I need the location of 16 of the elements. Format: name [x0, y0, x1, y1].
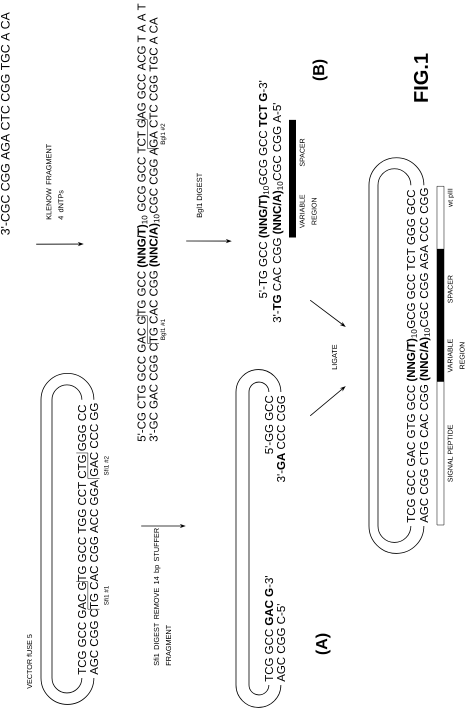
sequence-text: AGC CGG CTG CAC CGG ACC GGA GAC CCC GG	[90, 404, 98, 675]
sequence-text: 3'-CGC CGG AGA CTC CGG TGC A CA	[0, 12, 10, 235]
sequence-text: 3'-TG CAC CGG (NNC/A)$_{10}$CGC CGG A-5'	[272, 103, 284, 322]
sequence-text: TCG GCC GAC GTG GCC (NNG/T)$_{10}$GCG GCC TCT GGG GCC	[406, 190, 418, 523]
sequence-text: AGC CGG CTG CAC CGG (NNC/A)$_{10}$CGC CGG AGA CCC CGG	[420, 188, 430, 523]
panel-label: (A)	[316, 634, 330, 654]
sequence-text: 5'-GG GCC	[264, 396, 274, 454]
sequence-text: 5'-CG CTG GCC GAC GTG GCC (NNG/T)$_{10}$ GCG GCC TCT GAG GCC ACG T A A T	[137, 4, 148, 442]
sequence-text: 3'-GC GAC CGG CTG CAC CGG (NNC/A)$_{10}$CGC CGG AGA CTC CGG TGC A CA	[149, 17, 160, 442]
panel-label: (B)	[312, 60, 328, 80]
figure-label: FIG.1	[414, 54, 428, 102]
sequence-text: TCG GCC GAC GTG GCC TGG CCT CTG GGG CC	[78, 405, 86, 675]
sequence-text: 3'-GA CCC CGG	[276, 396, 286, 482]
sequence-text: AGC CGG C-5'	[276, 604, 286, 682]
sequence-text: 5'-TG GCC (NNG/T)$_{10}$GCG GCC TCT G-3'	[258, 80, 270, 298]
sequence-text: TCG GCC GAC G-3'	[264, 576, 274, 682]
